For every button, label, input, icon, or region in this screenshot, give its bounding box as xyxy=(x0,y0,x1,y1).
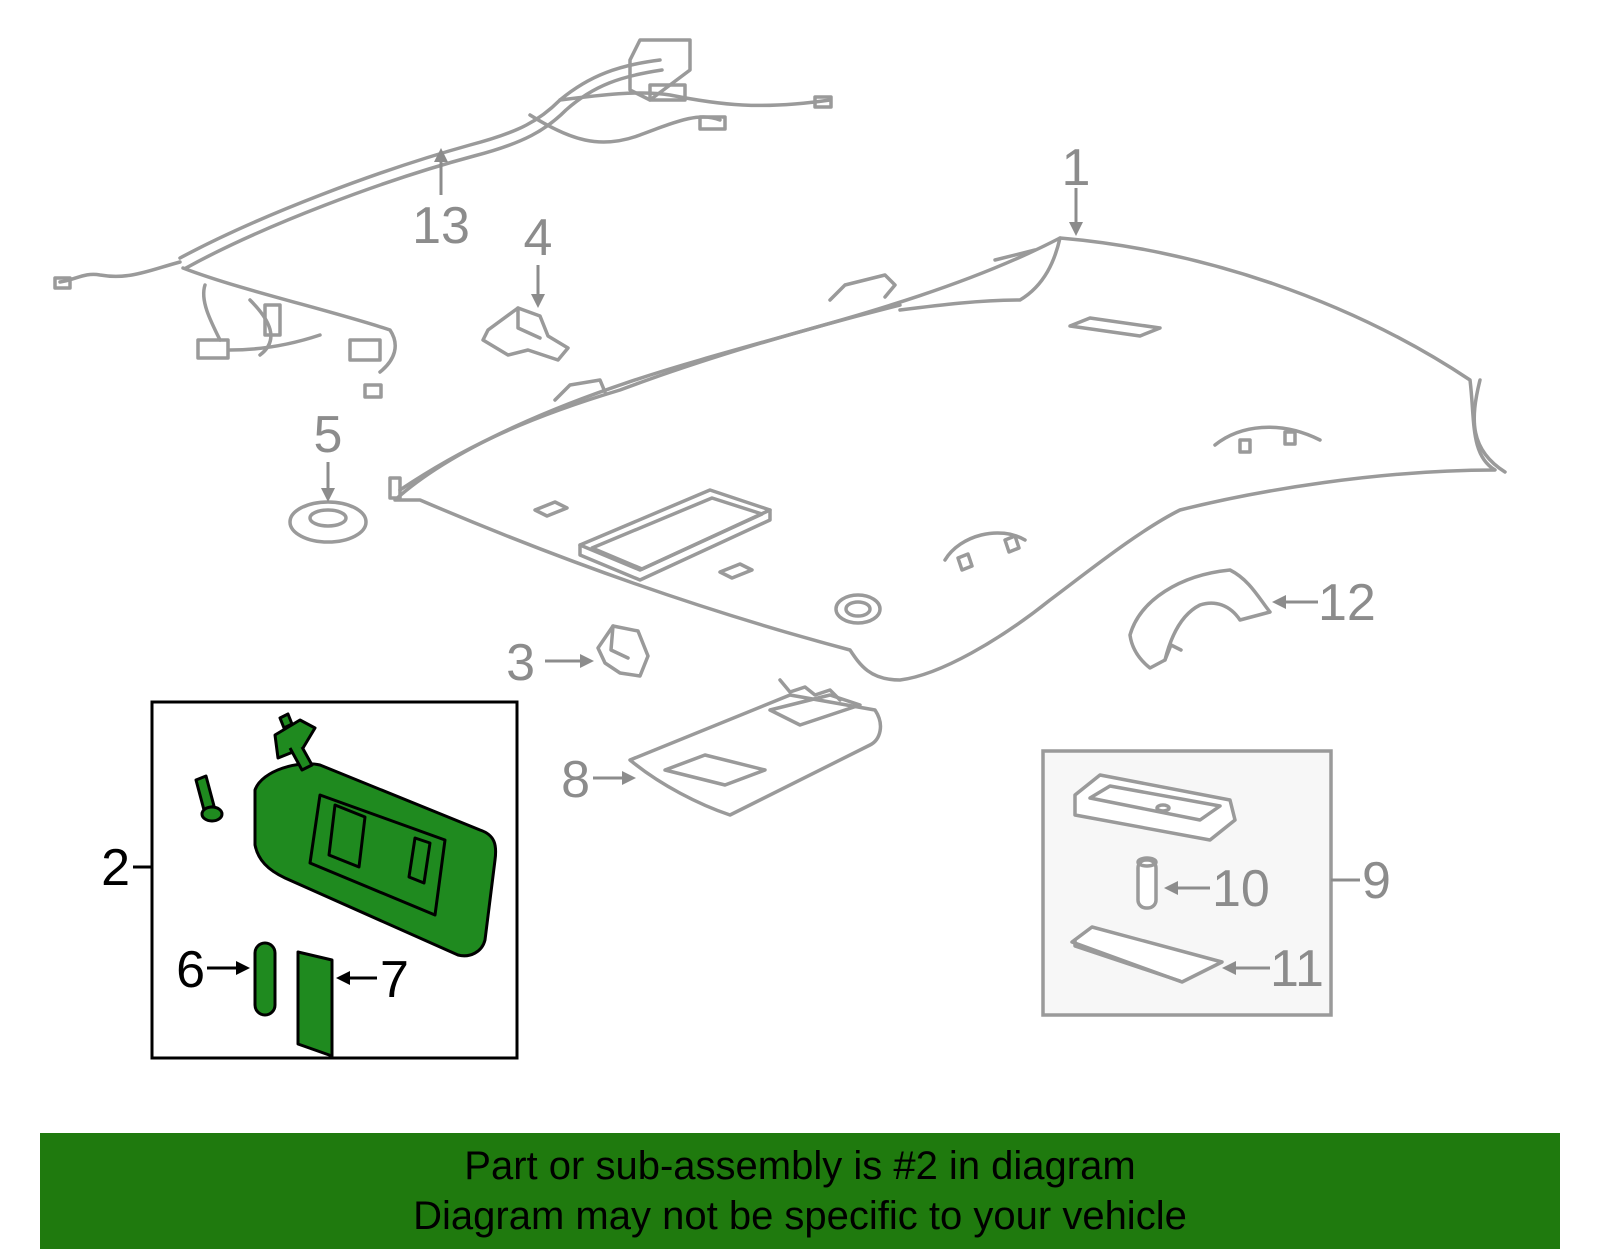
callout-4: 4 xyxy=(524,209,553,267)
sun-visor-part-2[interactable] xyxy=(253,712,498,958)
console-part-8[interactable] xyxy=(628,678,883,817)
banner-line-1: Part or sub-assembly is #2 in diagram xyxy=(464,1144,1136,1188)
wiring-harness-part[interactable] xyxy=(53,38,833,399)
callout-13: 13 xyxy=(412,197,470,255)
info-banner: Part or sub-assembly is #2 in diagram Di… xyxy=(40,1133,1560,1249)
callout-10: 10 xyxy=(1212,860,1270,918)
callout-1: 1 xyxy=(1062,139,1091,197)
callout-9: 9 xyxy=(1362,852,1391,910)
callout-8: 8 xyxy=(561,751,590,809)
callout-5: 5 xyxy=(314,406,343,464)
callout-7: 7 xyxy=(380,951,409,1009)
banner-line-2: Diagram may not be specific to your vehi… xyxy=(413,1194,1187,1238)
callout-12: 12 xyxy=(1318,574,1376,632)
grab-handle-part-12[interactable] xyxy=(1128,568,1272,670)
leader-lines xyxy=(133,148,1360,985)
pin-part-6[interactable] xyxy=(253,941,277,1017)
lamp-housing-part[interactable] xyxy=(1073,773,1237,842)
callout-6: 6 xyxy=(176,941,205,999)
headliner-part-1[interactable] xyxy=(388,236,1507,682)
bracket-part-3[interactable] xyxy=(596,624,650,678)
lens-part-11[interactable] xyxy=(1070,925,1224,984)
screw-part[interactable] xyxy=(194,774,224,823)
label-part-7[interactable] xyxy=(296,950,334,1058)
grommet-part-5[interactable] xyxy=(288,500,368,544)
callout-11: 11 xyxy=(1270,940,1324,998)
callout-labels: 1 2 3 4 5 6 7 8 9 10 11 12 13 xyxy=(101,139,1391,1009)
bulb-part-10[interactable] xyxy=(1136,856,1158,910)
clip-part-4[interactable] xyxy=(481,306,570,362)
callout-3: 3 xyxy=(506,634,535,692)
callout-2: 2 xyxy=(101,839,130,897)
